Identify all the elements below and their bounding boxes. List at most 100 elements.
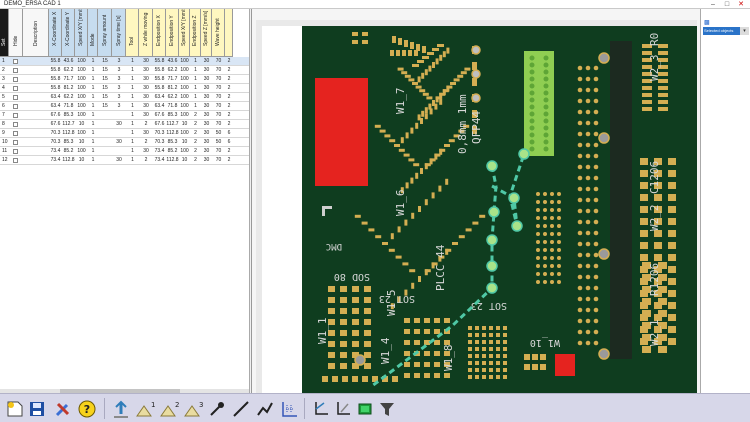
table-cell[interactable]: 100 bbox=[77, 94, 86, 100]
table-cell[interactable]: 100 bbox=[77, 67, 86, 73]
table-cell[interactable]: 55.8 bbox=[154, 67, 165, 73]
column-header[interactable]: Spray time [s] bbox=[112, 9, 126, 57]
table-cell[interactable] bbox=[23, 93, 49, 102]
pcb-canvas[interactable]: W1_7 0,8mm 1mm QFP44 W1_6 DMC SOD 80 W1_… bbox=[262, 26, 697, 393]
table-cell[interactable]: 55.8 bbox=[50, 67, 61, 73]
table-cell[interactable]: 7 bbox=[2, 112, 5, 118]
table-cell[interactable]: 71.7 bbox=[167, 76, 178, 82]
hide-checkbox[interactable] bbox=[13, 77, 18, 82]
table-cell[interactable] bbox=[23, 84, 49, 93]
chevron-down-icon[interactable]: ▾ bbox=[740, 27, 749, 35]
table-cell[interactable]: 55.8 bbox=[154, 76, 165, 82]
table-cell[interactable]: 100 bbox=[180, 85, 189, 91]
table-cell[interactable]: 30 bbox=[203, 67, 210, 73]
table-cell[interactable]: 6 bbox=[227, 130, 231, 136]
table-cell[interactable]: 2 bbox=[227, 58, 231, 64]
table-cell[interactable]: 1 bbox=[91, 76, 95, 82]
table-cell[interactable]: 1 bbox=[131, 121, 134, 127]
table-cell[interactable]: 1 bbox=[91, 67, 95, 73]
table-cell[interactable]: 67.6 bbox=[154, 112, 165, 118]
table-cell[interactable]: 3 bbox=[117, 67, 121, 73]
table-cell[interactable]: 30 bbox=[203, 139, 210, 145]
hide-checkbox[interactable] bbox=[13, 158, 18, 163]
table-cell[interactable]: 30 bbox=[203, 58, 210, 64]
table-cell[interactable]: 85.3 bbox=[167, 112, 178, 118]
point-up-icon[interactable] bbox=[110, 398, 132, 419]
table-cell[interactable] bbox=[98, 129, 112, 138]
table-cell[interactable]: 85.3 bbox=[167, 139, 178, 145]
table-cell[interactable] bbox=[23, 156, 49, 165]
table-cell[interactable] bbox=[98, 138, 112, 147]
table-cell[interactable] bbox=[112, 111, 126, 120]
table-cell[interactable]: 2 bbox=[227, 67, 231, 73]
table-cell[interactable] bbox=[23, 75, 49, 84]
column-header[interactable]: Wave height bbox=[212, 9, 225, 57]
table-cell[interactable]: 71.8 bbox=[167, 103, 178, 109]
table-cell[interactable]: 30 bbox=[143, 112, 149, 118]
table-cell[interactable]: 1 bbox=[91, 121, 95, 127]
column-header[interactable]: X-Coordinate X bbox=[49, 9, 62, 57]
table-cell[interactable]: 55.8 bbox=[50, 76, 61, 82]
table-cell[interactable]: 4 bbox=[2, 85, 5, 91]
table-cell[interactable]: 30 bbox=[203, 148, 210, 154]
table-cell[interactable]: 1 bbox=[194, 67, 197, 73]
table-cell[interactable]: 30 bbox=[143, 94, 149, 100]
table-cell[interactable]: 30 bbox=[143, 148, 149, 154]
table-cell[interactable]: 3 bbox=[117, 76, 121, 82]
table-cell[interactable]: 3 bbox=[117, 58, 121, 64]
table-cell[interactable]: 70 bbox=[215, 76, 222, 82]
table-cell[interactable]: 70 bbox=[215, 94, 222, 100]
hide-checkbox[interactable] bbox=[13, 140, 18, 145]
table-cell[interactable]: 6 bbox=[227, 139, 231, 145]
table-cell[interactable]: 1 bbox=[91, 139, 95, 145]
table-cell[interactable]: 30 bbox=[203, 94, 210, 100]
point-2-icon[interactable]: 2 bbox=[158, 398, 180, 419]
table-cell[interactable]: 63.4 bbox=[50, 103, 61, 109]
axis-icon[interactable] bbox=[310, 398, 332, 419]
table-cell[interactable]: 2 bbox=[227, 121, 231, 127]
table-cell[interactable]: 1 bbox=[131, 58, 134, 64]
table-cell[interactable]: 112.8 bbox=[166, 130, 179, 136]
table-cell[interactable]: 100 bbox=[77, 148, 86, 154]
table-cell[interactable]: 73.4 bbox=[50, 148, 61, 154]
polyline-icon[interactable] bbox=[254, 398, 276, 419]
hide-checkbox[interactable] bbox=[13, 122, 18, 127]
table-cell[interactable]: 62.2 bbox=[63, 67, 74, 73]
column-header[interactable] bbox=[225, 9, 233, 57]
table-cell[interactable]: 2 bbox=[194, 130, 197, 136]
table-cell[interactable]: 100 bbox=[180, 130, 189, 136]
table-cell[interactable]: 1 bbox=[131, 112, 134, 118]
table-cell[interactable]: 1 bbox=[131, 94, 134, 100]
table-cell[interactable]: 2 bbox=[227, 157, 231, 163]
table-cell[interactable]: 2 bbox=[2, 67, 5, 73]
table-cell[interactable]: 3 bbox=[2, 76, 5, 82]
hide-checkbox[interactable] bbox=[13, 149, 18, 154]
table-cell[interactable]: 70 bbox=[215, 157, 222, 163]
table-cell[interactable]: 100 bbox=[180, 67, 189, 73]
column-header[interactable]: Hide bbox=[9, 9, 23, 57]
table-cell[interactable]: 10 bbox=[78, 139, 85, 145]
table-cell[interactable]: 30 bbox=[203, 121, 210, 127]
table-cell[interactable]: 1 bbox=[131, 76, 134, 82]
table-cell[interactable]: 85.3 bbox=[63, 112, 74, 118]
table-cell[interactable]: 85.3 bbox=[63, 139, 74, 145]
tools-icon[interactable] bbox=[52, 398, 74, 419]
table-cell[interactable]: 1 bbox=[91, 112, 95, 118]
table-cell[interactable]: 73.4 bbox=[154, 148, 165, 154]
column-header[interactable]: Mode bbox=[88, 9, 98, 57]
table-cell[interactable]: 2 bbox=[227, 148, 231, 154]
scrollbar-thumb[interactable] bbox=[60, 389, 180, 393]
table-cell[interactable]: 81.2 bbox=[63, 85, 74, 91]
table-cell[interactable]: 12 bbox=[2, 157, 8, 163]
table-cell[interactable]: 3 bbox=[117, 94, 121, 100]
table-cell[interactable]: 100 bbox=[77, 76, 86, 82]
close-button[interactable]: ✕ bbox=[738, 1, 744, 8]
hide-checkbox[interactable] bbox=[13, 113, 18, 118]
table-cell[interactable]: 70.3 bbox=[154, 139, 165, 145]
table-cell[interactable]: 63.4 bbox=[154, 94, 165, 100]
table-cell[interactable]: 2 bbox=[194, 157, 197, 163]
table-cell[interactable]: 70 bbox=[215, 112, 222, 118]
